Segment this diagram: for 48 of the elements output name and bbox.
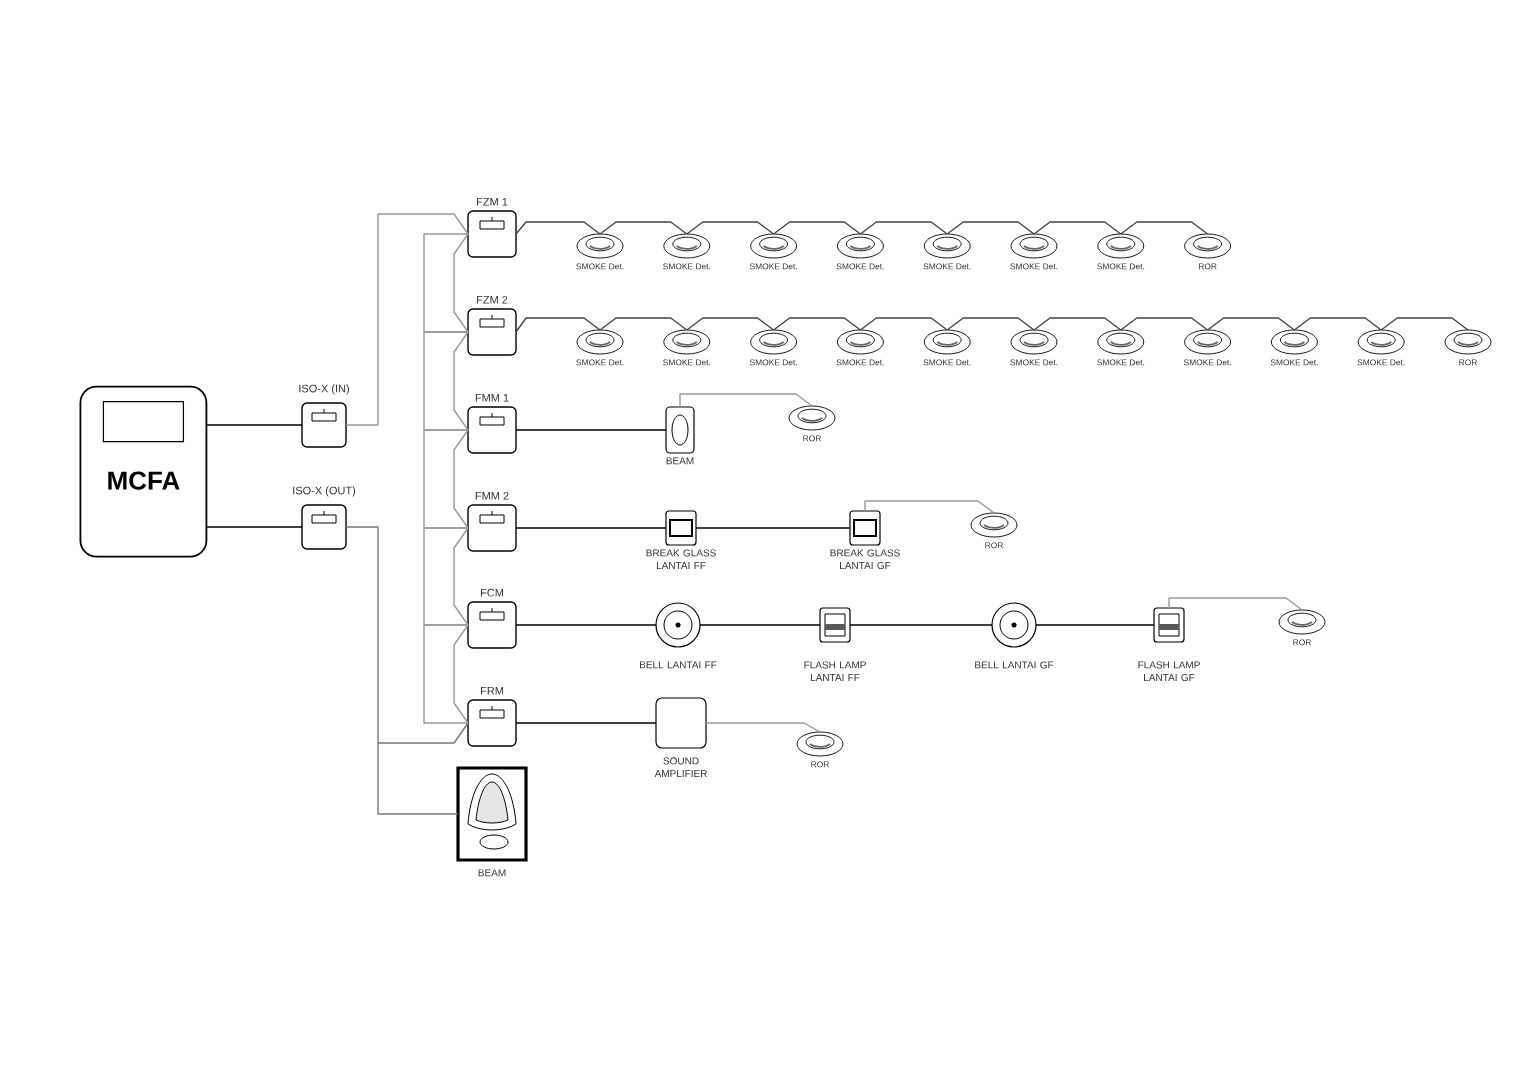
wire xyxy=(686,221,775,235)
wire xyxy=(515,624,657,626)
wire xyxy=(423,233,469,333)
wire xyxy=(946,221,1035,235)
wire xyxy=(599,221,688,235)
wire xyxy=(205,526,303,528)
wire xyxy=(1033,221,1122,235)
wire xyxy=(515,429,667,431)
wire xyxy=(679,393,813,408)
wire xyxy=(515,221,601,235)
wire xyxy=(699,624,821,626)
wire xyxy=(377,722,469,744)
wire xyxy=(515,722,657,724)
wire xyxy=(345,213,469,426)
wire xyxy=(686,317,775,331)
wire xyxy=(453,331,469,431)
wire xyxy=(453,429,469,529)
wire xyxy=(515,317,601,333)
wire xyxy=(423,429,469,529)
wire xyxy=(345,526,379,744)
wire xyxy=(705,722,821,733)
wire xyxy=(599,317,688,331)
wire xyxy=(423,624,469,724)
wire xyxy=(205,424,303,426)
wire xyxy=(772,221,862,235)
wire xyxy=(1168,597,1303,611)
wire xyxy=(864,500,995,514)
wire xyxy=(849,624,993,626)
wire xyxy=(772,317,862,331)
wire xyxy=(453,233,469,333)
wire xyxy=(377,742,459,815)
wire xyxy=(1206,317,1296,331)
wire xyxy=(423,331,469,431)
control-panel: MCFA xyxy=(79,385,208,558)
wire xyxy=(453,624,469,724)
wire xyxy=(1035,624,1155,626)
wire xyxy=(1120,221,1209,235)
wire xyxy=(859,221,948,235)
wire xyxy=(423,527,469,626)
wire xyxy=(1380,317,1469,331)
wire xyxy=(453,527,469,626)
wire xyxy=(1033,317,1122,331)
wire xyxy=(1293,317,1382,331)
wire xyxy=(695,527,851,529)
wire xyxy=(946,317,1035,331)
wire xyxy=(1120,317,1209,331)
wire xyxy=(859,317,948,331)
wire xyxy=(515,527,667,529)
